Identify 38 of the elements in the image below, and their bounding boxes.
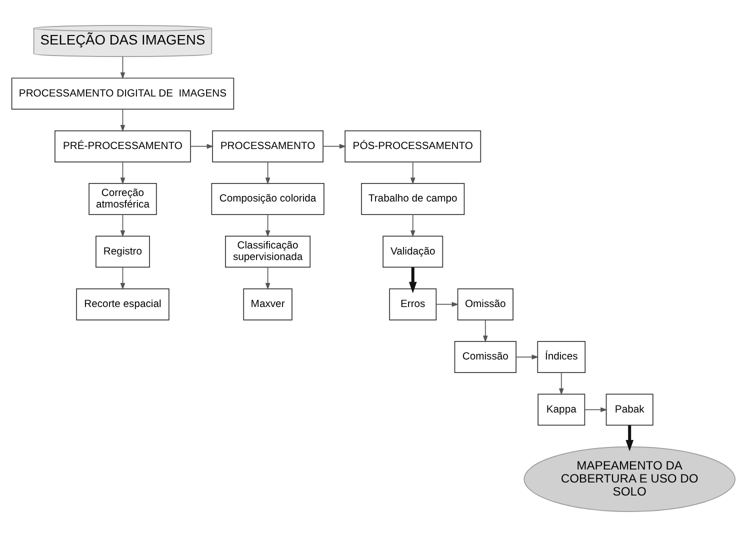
node-box: Maxver [243,288,292,320]
node-box: Comissão [454,341,516,373]
node-box: Classificação supervisionada [225,236,311,268]
arrow [190,144,214,149]
node-box: Kappa [538,394,586,426]
node-box: Índices [537,341,586,373]
node-box: Registro [96,236,150,268]
node-box: PROCESSAMENTO DIGITAL DE IMAGENS [11,78,234,110]
node-ellipse: MAPEAMENTO DA COBERTURA E USO DO SOLO [524,446,736,512]
node-box: Trabalho de campo [361,183,465,215]
arrow [120,162,126,185]
arrow [626,425,634,452]
node-box: PRÉ-PROCESSAMENTO [54,130,191,162]
arrow [410,162,416,185]
node-box: PROCESSAMENTO [212,130,324,162]
arrow [322,144,346,149]
node-box: Erros [389,288,437,320]
arrow [120,108,126,132]
arrow [265,214,270,238]
node-box: PÓS-PROCESSAMENTO [344,130,482,162]
arrow [265,266,270,290]
arrow [120,56,126,80]
node-box: Correção atmosférica [88,183,157,215]
arrow [436,302,459,307]
arrow [120,214,126,238]
arrow [558,372,564,396]
node-box: Omissão [457,288,514,320]
arrow [265,162,270,185]
node-box: Validação [382,236,444,268]
arrow [410,214,416,238]
arrow [408,267,417,294]
node-box: Pabak [606,394,654,426]
arrow [584,407,608,412]
arrow [482,320,488,343]
arrow [516,354,539,360]
arrow [120,266,126,290]
node-box: Composição colorida [211,183,324,215]
node-box: Recorte espacial [76,288,170,320]
